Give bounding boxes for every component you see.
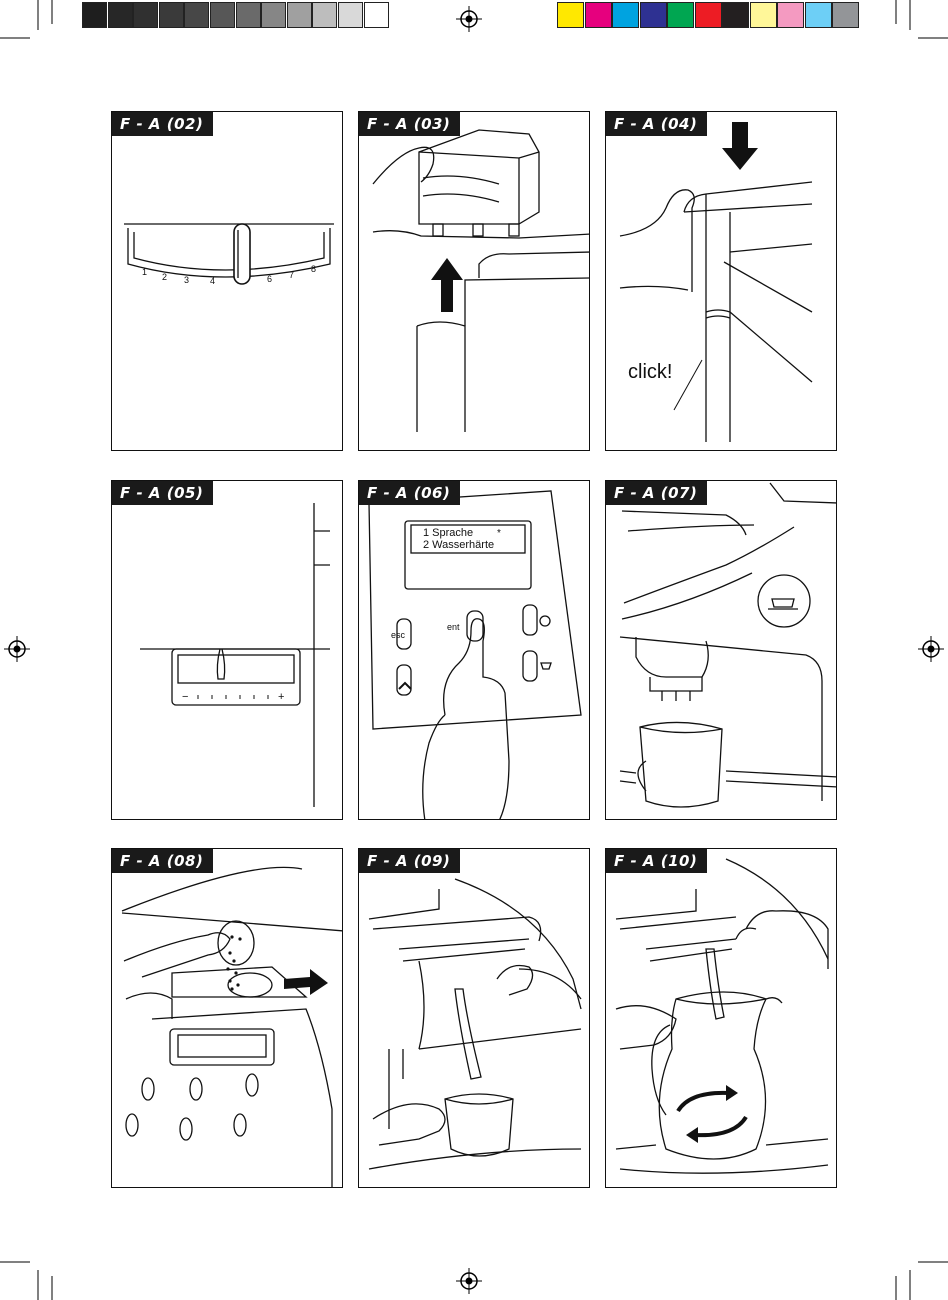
- registration-mark-left: [4, 636, 30, 662]
- panel-label: F - A (02): [112, 112, 214, 136]
- color-swatch: [777, 2, 804, 28]
- gray-swatch: [210, 2, 235, 28]
- gray-swatch: [312, 2, 338, 28]
- color-swatch: [722, 2, 749, 28]
- color-swatch: [639, 2, 667, 28]
- hardness-dial-illustration: 1 2 3 4 6 7 8: [124, 223, 334, 286]
- color-swatch: [694, 2, 722, 28]
- panel-label: F - A (04): [606, 112, 708, 136]
- panel-label: F - A (10): [606, 849, 708, 873]
- display-line-2: 2 Wasserhärte: [423, 539, 494, 551]
- panel-label: F - A (06): [359, 481, 461, 505]
- scale-minus-label: −: [182, 691, 188, 703]
- milk-jug-illustration: [615, 858, 829, 1174]
- gray-swatch: [235, 2, 261, 28]
- ent-key-label: ent: [447, 622, 460, 632]
- display-marker: *: [497, 528, 501, 539]
- dial-number: 8: [311, 264, 316, 274]
- panel-label: F - A (07): [606, 481, 708, 505]
- gray-swatch: [184, 2, 210, 28]
- gray-swatch: [286, 2, 312, 28]
- panel-fa-03: F - A (03): [358, 111, 590, 451]
- panel-label: F - A (05): [112, 481, 214, 505]
- panel-fa-04: F - A (04) click!: [605, 111, 837, 451]
- grind-scale-illustration: − +: [140, 503, 330, 807]
- color-swatch: [749, 2, 777, 28]
- color-swatch: [612, 2, 639, 28]
- color-swatch: [832, 2, 859, 28]
- panel-fa-06: F - A (06) 1 Sprache 2 Wasserhärte * esc…: [358, 480, 590, 820]
- gray-swatch: [363, 2, 389, 28]
- gray-swatch: [338, 2, 363, 28]
- color-swatch: [584, 2, 612, 28]
- display-line-1: 1 Sprache: [423, 527, 473, 539]
- gray-swatch: [82, 2, 107, 28]
- panel-fa-02: F - A (02) 1 2 3 4 6 7 8: [111, 111, 343, 451]
- arrow-right-icon: [284, 969, 328, 995]
- gray-swatch: [133, 2, 159, 28]
- color-swatch: [667, 2, 694, 28]
- dial-number: 3: [184, 275, 189, 285]
- scale-plus-label: +: [278, 691, 284, 703]
- dial-number: 6: [267, 274, 272, 284]
- registration-mark-right: [918, 636, 944, 662]
- arrow-up-icon: [431, 258, 463, 312]
- steam-cup-illustration: [368, 878, 582, 1170]
- panel-fa-07: F - A (07): [605, 480, 837, 820]
- tank-lid-illustration: click!: [619, 122, 813, 442]
- ground-coffee-illustration: [121, 866, 342, 1187]
- panel-fa-08: F - A (08): [111, 848, 343, 1188]
- panel-fa-09: F - A (09): [358, 848, 590, 1188]
- panel-label: F - A (09): [359, 849, 461, 873]
- water-tank-illustration: [372, 129, 589, 432]
- registration-mark-top: [456, 6, 482, 32]
- gray-swatch: [158, 2, 184, 28]
- control-panel-illustration: 1 Sprache 2 Wasserhärte * esc ent: [368, 490, 582, 819]
- panel-fa-10: F - A (10): [605, 848, 837, 1188]
- panel-label: F - A (08): [112, 849, 214, 873]
- gray-swatch: [107, 2, 133, 28]
- dial-number: 4: [210, 276, 215, 286]
- panel-fa-05: F - A (05) − +: [111, 480, 343, 820]
- dial-number: 7: [289, 270, 294, 280]
- rotate-arrows-icon: [676, 1090, 748, 1138]
- color-swatch: [557, 2, 584, 28]
- dial-number: 1: [142, 267, 147, 277]
- panel-label: F - A (03): [359, 112, 461, 136]
- gray-swatch: [261, 2, 287, 28]
- coffee-dispense-illustration: [619, 482, 836, 808]
- esc-key-label: esc: [391, 630, 406, 640]
- arrow-down-icon: [722, 122, 758, 170]
- color-swatch: [804, 2, 832, 28]
- dial-number: 2: [162, 272, 167, 282]
- registration-mark-bottom: [456, 1268, 482, 1294]
- click-callout: click!: [628, 361, 672, 383]
